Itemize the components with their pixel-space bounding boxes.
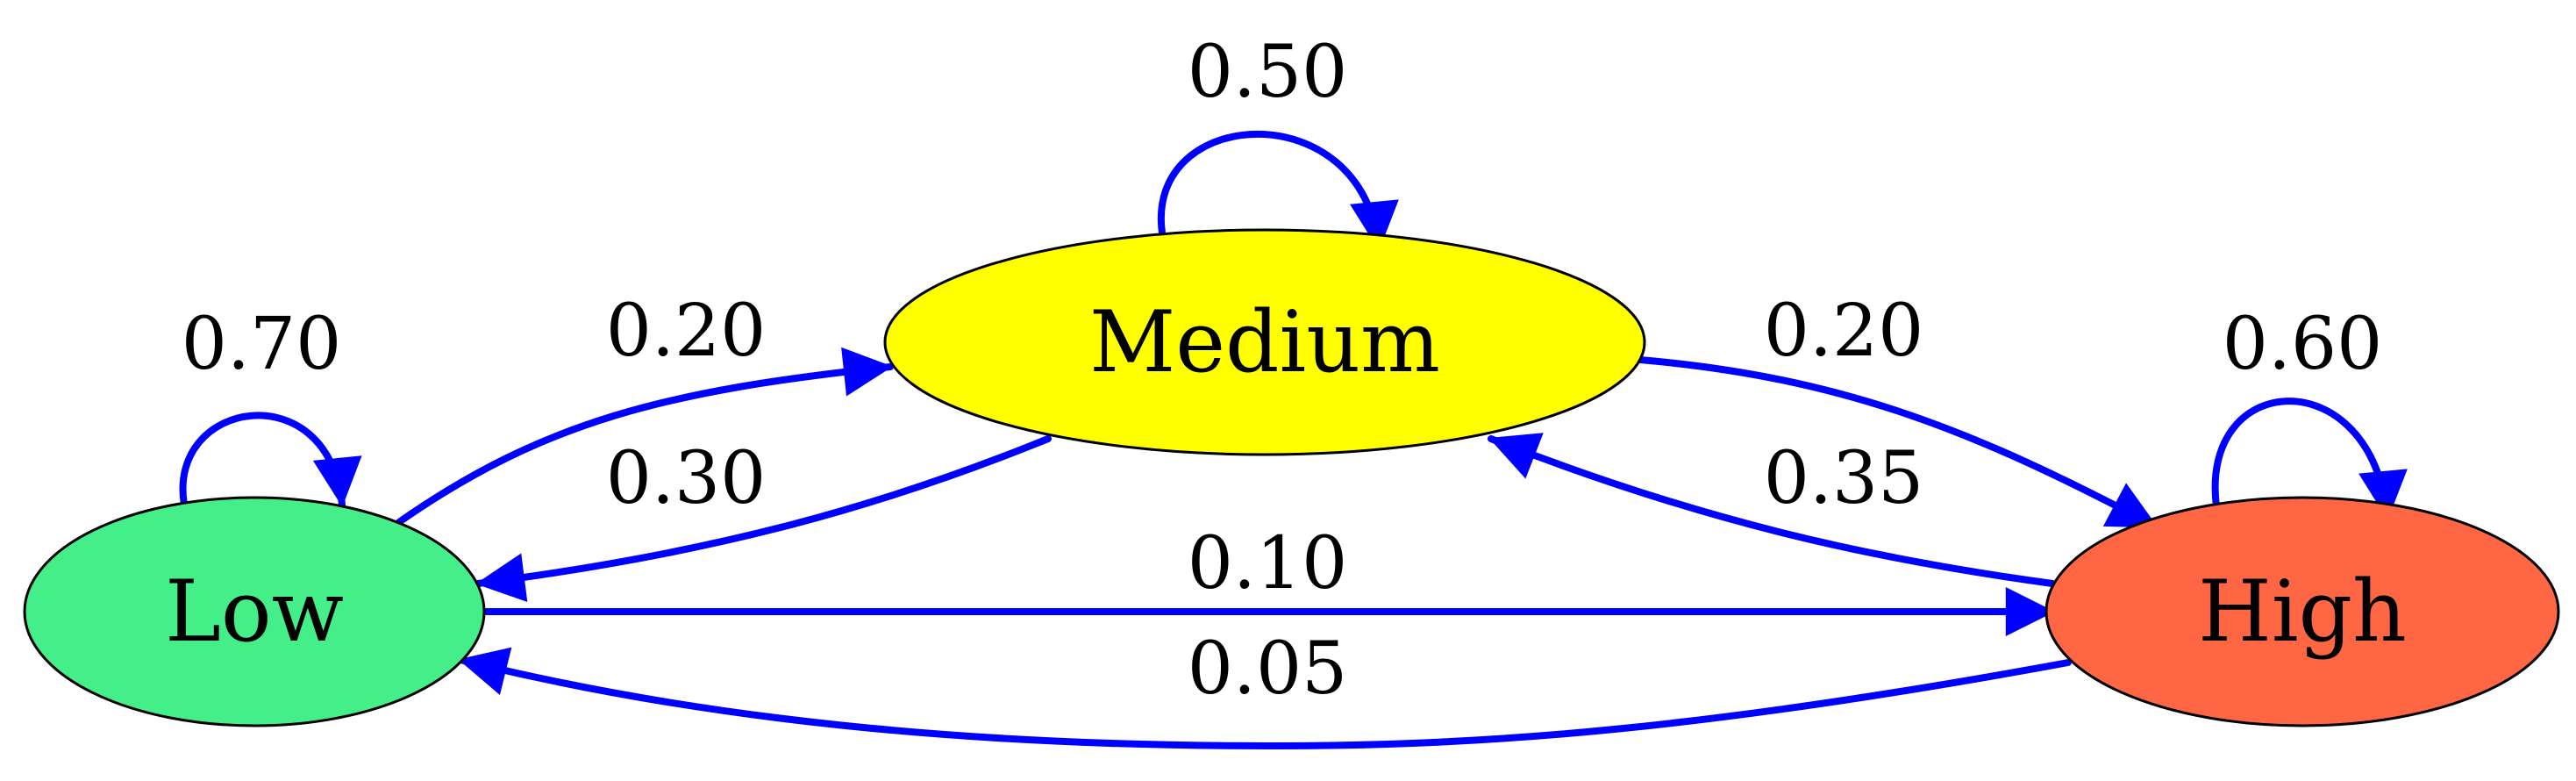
node-low[interactable]: Low xyxy=(23,496,486,727)
node-high-shape xyxy=(2044,496,2560,727)
edge-medium-high xyxy=(1637,356,2159,530)
edge-label-low-low: 0.70 xyxy=(182,303,342,386)
edge-low-low xyxy=(179,412,362,508)
node-high[interactable]: High xyxy=(2044,496,2560,727)
edge-label-low-medium: 0.20 xyxy=(606,290,767,373)
node-medium[interactable]: Medium xyxy=(883,228,1646,456)
edge-label-low-high: 0.10 xyxy=(1188,522,1348,605)
edge-high-medium xyxy=(1488,433,2056,587)
node-low-shape xyxy=(23,496,486,727)
edge-label-high-high: 0.60 xyxy=(2223,303,2383,386)
edge-medium-medium xyxy=(1157,130,1399,252)
node-medium-shape xyxy=(883,228,1646,456)
edge-label-medium-medium: 0.50 xyxy=(1188,31,1348,114)
edge-label-medium-low: 0.30 xyxy=(606,437,767,520)
edges-group xyxy=(179,130,2408,750)
edge-label-high-medium: 0.35 xyxy=(1764,437,1924,520)
edge-label-high-low: 0.05 xyxy=(1188,627,1348,711)
node-high-label: High xyxy=(2198,562,2407,661)
edge-labels-group: 0.50 0.70 0.60 0.20 0.30 0.20 0.35 0.10 … xyxy=(182,31,2383,711)
node-low-label: Low xyxy=(165,562,344,661)
node-medium-label: Medium xyxy=(1089,293,1440,391)
edge-low-medium xyxy=(396,347,894,526)
edge-medium-low xyxy=(475,435,1052,603)
edge-label-medium-high: 0.20 xyxy=(1764,290,1924,373)
edge-high-low xyxy=(457,647,2072,750)
edge-high-high xyxy=(2211,398,2408,521)
